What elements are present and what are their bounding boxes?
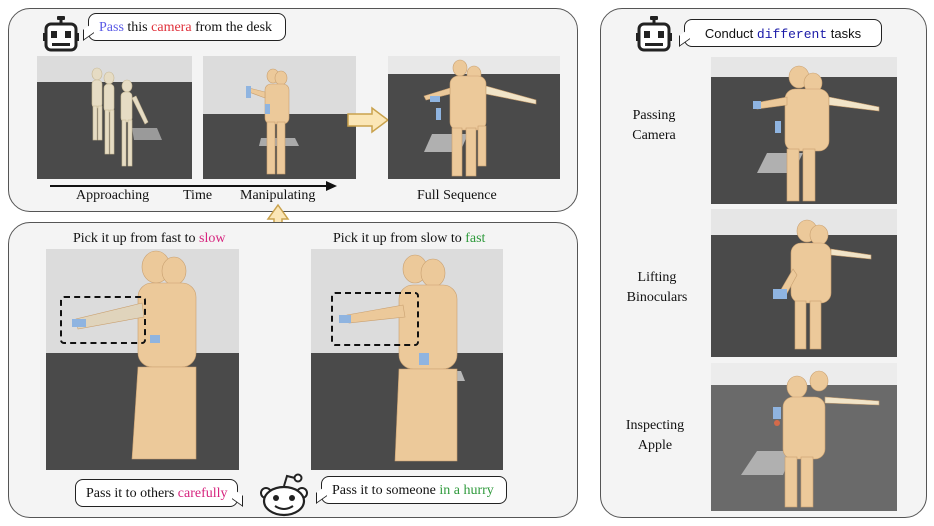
robot-icon — [636, 16, 672, 52]
task-label-line: Passing — [632, 108, 676, 123]
prompt-text: this — [123, 20, 152, 35]
label-time: Time — [183, 188, 213, 203]
task-label-line: Apple — [637, 438, 673, 453]
bubble-highlight: carefully — [177, 486, 228, 501]
bubble-text: Pass it to someone — [332, 483, 440, 498]
prompt-verb: Pass — [99, 20, 124, 35]
label-full-sequence: Full Sequence — [417, 188, 497, 203]
right-arrow-icon — [347, 106, 390, 134]
caption-highlight: fast — [465, 231, 486, 246]
highlight-box — [331, 292, 419, 346]
render-full-sequence — [388, 56, 560, 179]
task-label-inspecting-apple: Inspecting Apple — [612, 416, 698, 456]
caption-text: Pick it up from slow to — [333, 231, 466, 246]
caption-highlight: slow — [199, 231, 226, 246]
caption-text: Pick it up from fast to — [73, 231, 199, 246]
render-task-inspecting-apple — [711, 363, 897, 511]
task-label-passing-camera: Passing Camera — [616, 106, 692, 146]
render-fast-to-slow — [46, 249, 239, 470]
bubble-highlight: in a hurry — [439, 483, 494, 498]
task-label-line: Inspecting — [625, 418, 685, 433]
task-label-lifting-binoculars: Lifting Binoculars — [612, 268, 702, 308]
caption-slow-to-fast: Pick it up from slow to fast — [333, 231, 485, 247]
render-approaching — [37, 56, 192, 179]
bubble-carefully: Pass it to others carefully — [75, 479, 243, 507]
task-label-line: Camera — [632, 128, 676, 143]
render-task-lifting-binoculars — [711, 209, 897, 357]
label-manipulating: Manipulating — [240, 188, 316, 203]
right-prompt-bubble: Conduct different tasks — [679, 19, 882, 47]
top-prompt-bubble: Pass this camera from the desk — [83, 13, 286, 41]
task-label-line: Binoculars — [626, 290, 688, 305]
prompt-text: Conduct — [704, 26, 757, 41]
prompt-highlight: different — [756, 27, 828, 42]
render-manipulating — [203, 56, 356, 179]
render-task-passing-camera — [711, 57, 897, 204]
caption-fast-to-slow: Pick it up from fast to slow — [73, 231, 225, 247]
time-arrow — [50, 181, 337, 191]
highlight-box — [60, 296, 146, 344]
prompt-object: camera — [151, 20, 192, 35]
render-slow-to-fast — [311, 249, 503, 470]
task-label-line: Lifting — [637, 270, 677, 285]
label-approaching: Approaching — [76, 188, 150, 203]
reddit-alien-icon — [260, 473, 308, 517]
bubble-text: Pass it to others — [86, 486, 178, 501]
prompt-text-end: from the desk — [191, 20, 273, 35]
bubble-in-a-hurry: Pass it to someone in a hurry — [316, 476, 507, 504]
robot-icon — [43, 16, 79, 52]
prompt-text-end: tasks — [827, 26, 862, 41]
